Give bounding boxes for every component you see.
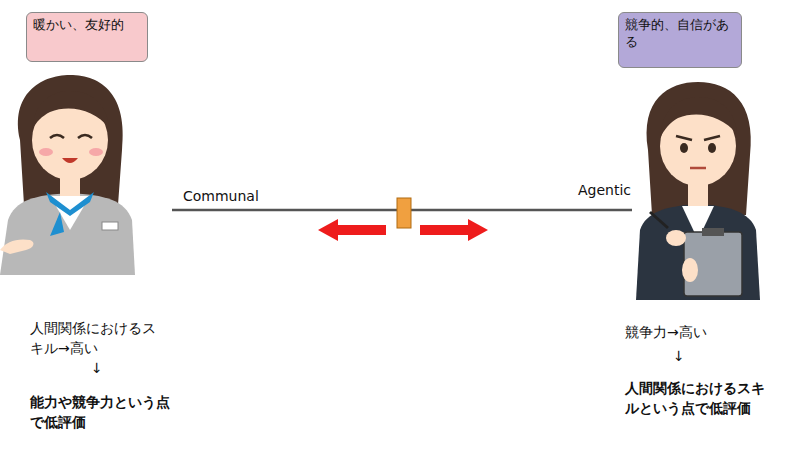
note-text: 競争力→高い — [625, 322, 755, 342]
axis-label: Communal — [183, 186, 273, 206]
slider-marker — [397, 198, 411, 228]
note-text: 人間関係におけるスキルという点で低評価 — [625, 378, 765, 419]
trait-text: 競争的、自信がある — [625, 17, 733, 51]
trait-text: 暖かい、友好的 — [33, 17, 141, 34]
note-text: 能力や競争力という点で低評価 — [30, 392, 170, 433]
trait-box: 競争的、自信がある — [618, 12, 742, 68]
woman-confident — [636, 82, 760, 300]
note-text: ↓ — [673, 346, 693, 366]
red-arrows — [318, 219, 488, 241]
note-text: ↓ — [91, 358, 111, 378]
axis-label: Agentic — [578, 180, 648, 200]
note-text: 人間関係におけるスキル→高い — [30, 318, 166, 359]
trait-box: 暖かい、友好的 — [26, 12, 148, 62]
woman-friendly — [0, 75, 135, 275]
